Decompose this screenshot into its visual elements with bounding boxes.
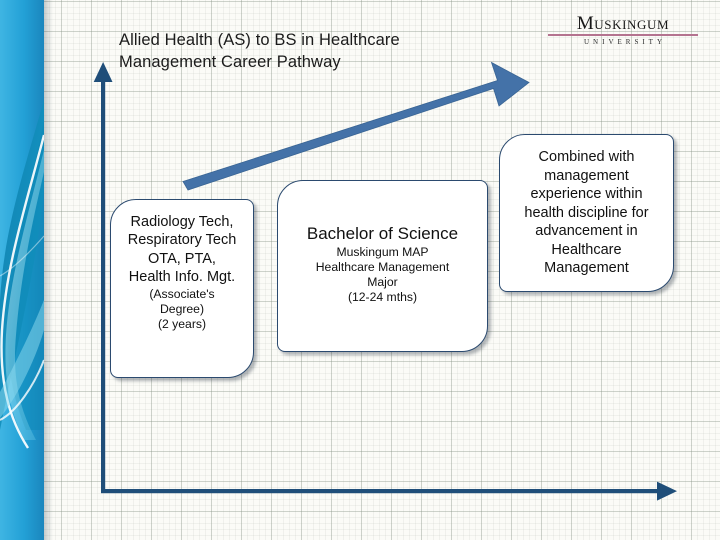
combined-line-3: experience within [530, 186, 643, 203]
stage-bachelor-text: Bachelor of Science Muskingum MAP Health… [307, 223, 458, 306]
associate-line-2: Respiratory Tech [127, 232, 237, 249]
stage-box-bachelor[interactable]: Bachelor of Science Muskingum MAP Health… [277, 180, 488, 352]
muskingum-logo: Muskingum UNIVERSITY [548, 14, 698, 46]
combined-line-6: Healthcare [551, 241, 622, 258]
stage-box-associate[interactable]: Radiology Tech, Respiratory Tech OTA, PT… [110, 199, 254, 378]
sidebar-ribbon-graphic [0, 0, 44, 540]
combined-line-2: management [544, 167, 629, 184]
logo-underline-rule [548, 34, 698, 36]
bachelor-sub-line-3: Major [367, 275, 398, 290]
associate-line-3: OTA, PTA, [148, 250, 216, 267]
stage-combined-text: Combined with management experience with… [524, 148, 648, 278]
sidebar-shadow [44, 0, 53, 540]
page-title: Allied Health (AS) to BS in Healthcare M… [119, 30, 519, 74]
associate-sub-line-3: (2 years) [157, 317, 207, 332]
logo-subtitle: UNIVERSITY [584, 38, 666, 46]
associate-sub-line-1: (Associate's [149, 286, 215, 301]
combined-line-7: Management [544, 260, 629, 277]
associate-line-4: Health Info. Mgt. [128, 269, 236, 286]
decorative-sidebar [0, 0, 44, 540]
combined-line-5: advancement in [535, 223, 638, 240]
associate-line-1: Radiology Tech, [130, 213, 234, 230]
bachelor-sub-line-2: Healthcare Management [315, 259, 450, 274]
bachelor-heading: Bachelor of Science [306, 223, 459, 243]
combined-line-4: health discipline for [524, 204, 649, 221]
logo-wordmark: Muskingum [576, 13, 670, 34]
combined-line-1: Combined with [538, 149, 635, 166]
associate-sub-line-2: Degree) [159, 302, 205, 317]
bachelor-sub-line-4: (12-24 mths) [347, 290, 418, 305]
stage-box-combined[interactable]: Combined with management experience with… [499, 134, 674, 292]
page-title-line-1: Allied Health (AS) to BS in Healthcare [119, 31, 400, 49]
bachelor-sub-line-1: Muskingum MAP [336, 244, 429, 259]
stage-associate-text: Radiology Tech, Respiratory Tech OTA, PT… [128, 213, 237, 333]
page-title-line-2: Management Career Pathway [119, 52, 341, 71]
